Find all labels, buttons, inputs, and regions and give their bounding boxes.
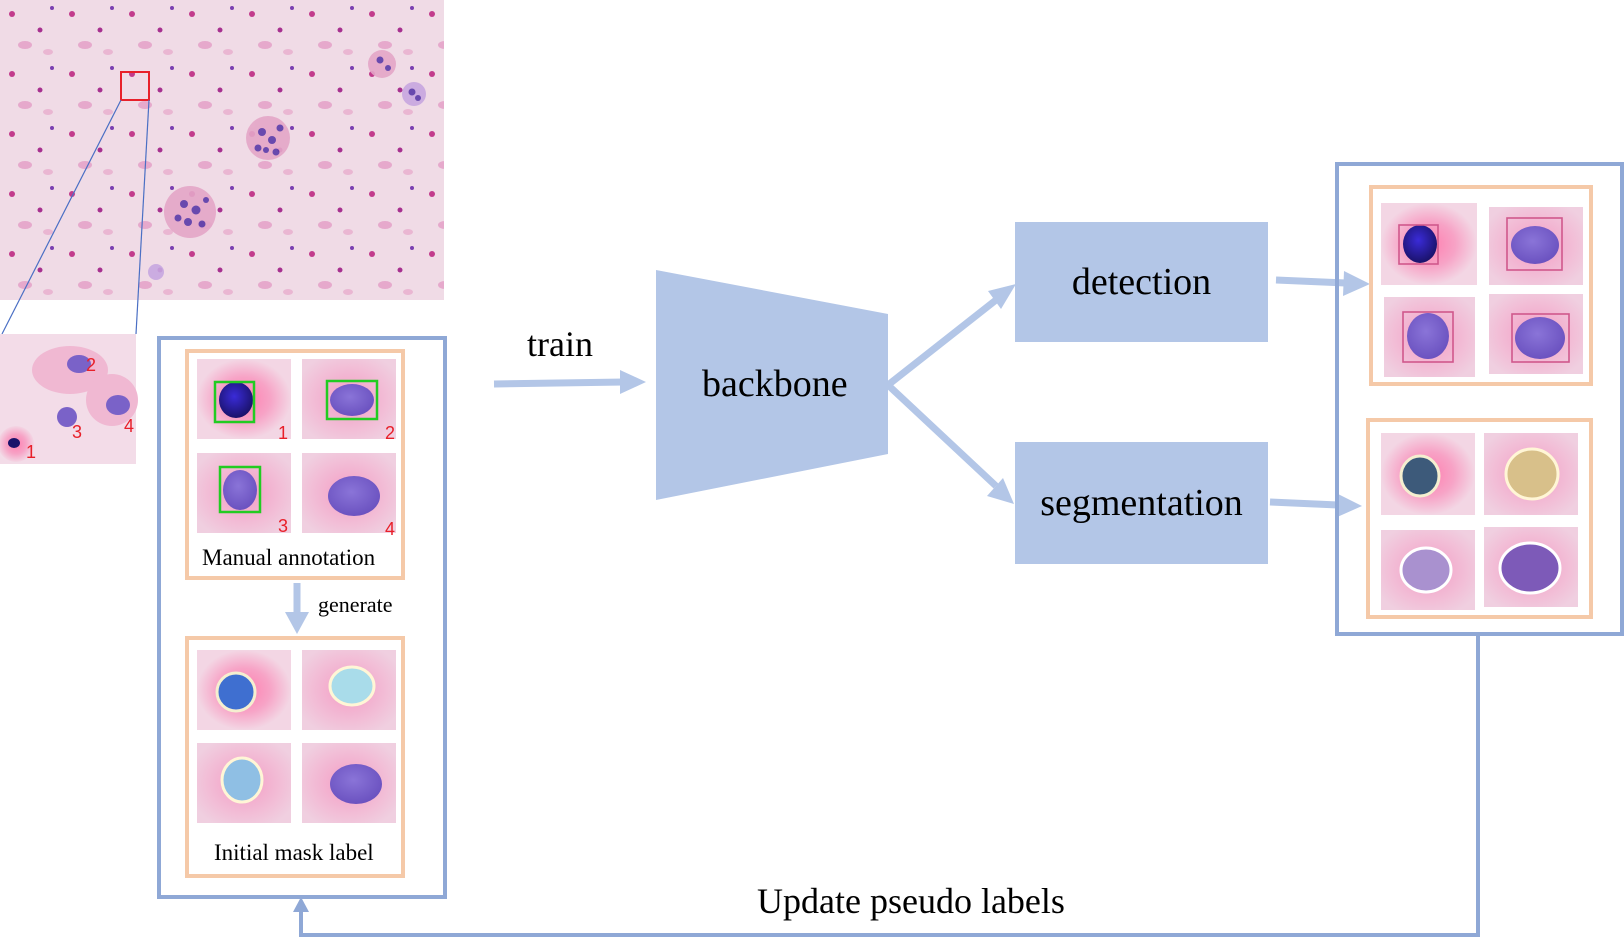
feedback-loop-line [299,634,1480,937]
detection-box: detection [1015,222,1268,342]
segmentation-arrow-head [987,478,1014,504]
detection-arrow-shaft [885,297,999,388]
detection-output-thumbnails [1381,203,1583,377]
detection-label: detection [1071,261,1212,303]
segmentation-box: segmentation [1015,442,1268,564]
segmentation-output-frame [1366,418,1593,619]
backbone-label: backbone [702,363,848,405]
segmentation-output-thumbnails [1381,433,1578,610]
train-arrow-head [620,370,646,394]
training-data-panel [157,336,447,899]
backbone-shape [656,270,888,500]
detection-output-arrow-shaft [1275,276,1347,287]
annot-number-1: 1 [278,423,288,443]
feedback-arrow-head [293,897,309,912]
train-arrow-shaft [493,378,625,388]
initial-mask-frame [185,636,405,878]
segmentation-output-arrow-shaft [1269,498,1339,509]
manual-annotation-frame [185,349,405,580]
annot-number-3: 3 [278,516,288,536]
zoom-number-4: 4 [124,416,134,436]
initial-mask-label: Initial mask label [214,840,374,865]
annot-number-2: 2 [385,423,395,443]
initial-mask-thumbnails [197,650,396,823]
detection-output-frame [1369,185,1593,386]
zoom-number-1: 1 [26,442,36,462]
detection-output-arrow-head [1343,271,1370,296]
segmentation-label: segmentation [1040,482,1243,524]
zoom-number-3: 3 [72,422,82,442]
generate-arrow-head [285,612,309,634]
annot-number-4: 4 [385,519,395,539]
zoom-line-right [135,99,150,335]
update-pseudo-labels-label: Update pseudo labels [757,881,1065,921]
manual-annotation-thumbnails [197,359,396,533]
zoomed-patch-image [0,334,138,464]
train-label: train [527,324,593,364]
zoom-line-left [1,99,122,335]
segmentation-output-arrow-head [1335,493,1362,518]
slide-overview-image [0,0,444,300]
detection-arrow-head [988,284,1016,309]
zoom-region-box [120,71,150,101]
output-panel [1335,162,1624,636]
generate-label: generate [318,592,393,617]
manual-annotation-label: Manual annotation [202,545,376,570]
zoom-number-2: 2 [86,355,96,375]
segmentation-arrow-shaft [885,382,999,489]
